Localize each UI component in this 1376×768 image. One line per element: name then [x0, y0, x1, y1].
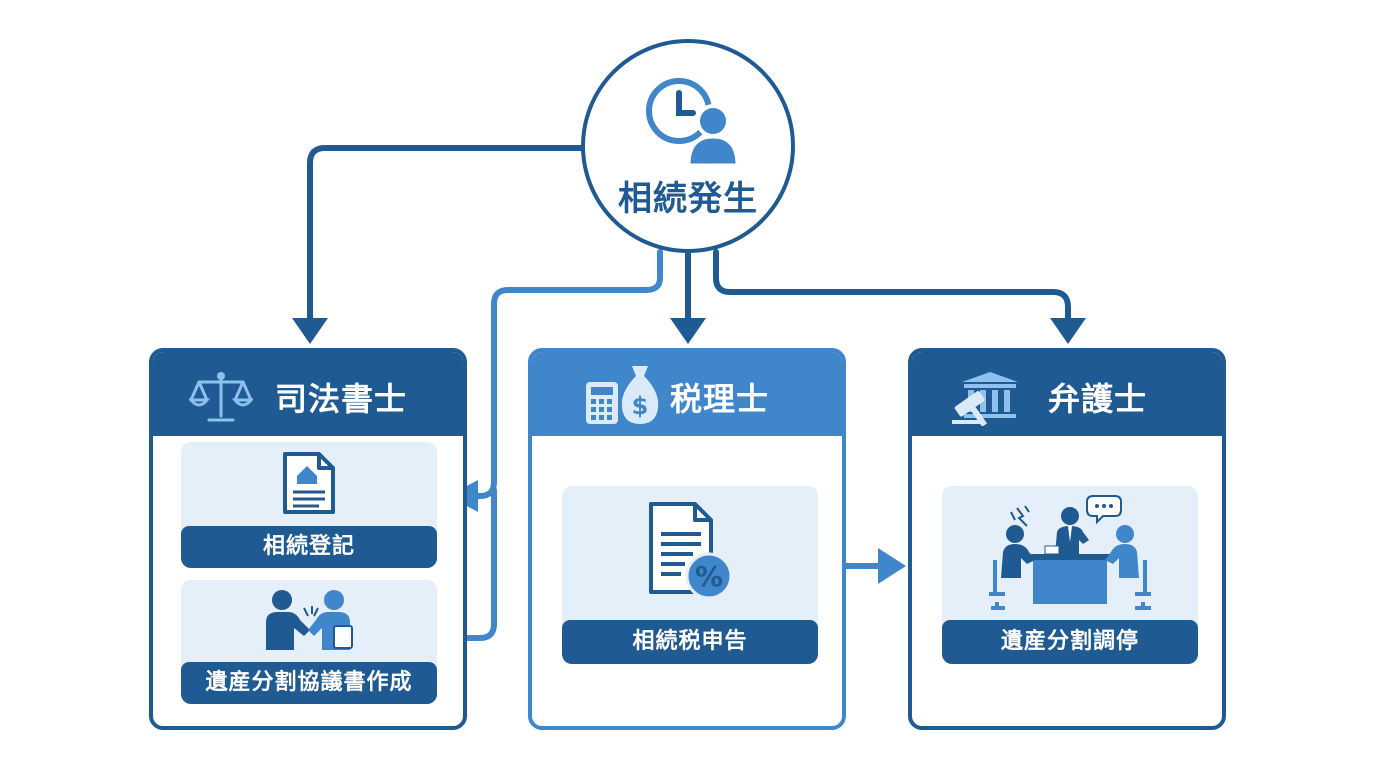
task-card-mediation: 遺産分割調停: [942, 486, 1198, 664]
task-card-agreement: 遺産分割協議書作成: [181, 580, 437, 704]
arrow-origin-to-lawyer: [713, 249, 1071, 321]
task-label-registration: 相続登記: [181, 526, 437, 568]
arrow-origin-to-scrivener: [307, 145, 586, 321]
task-card-tax-return: % 相続税申告: [562, 486, 818, 664]
origin-label: 相続発生: [618, 179, 758, 219]
arrowhead-tax: [670, 318, 706, 344]
panel-tax-accountant: $ 税理士 % 相続税申告: [528, 348, 846, 730]
task-label-mediation: 遺産分割調停: [942, 620, 1198, 664]
task-label-tax-return: 相続税申告: [562, 620, 818, 664]
panel-title-lawyer: 弁護士: [1048, 380, 1148, 418]
calculator-money-bag-icon: $: [584, 362, 664, 430]
gavel-courthouse-icon: [950, 366, 1032, 430]
panel-header-tax: $ 税理士: [532, 352, 842, 436]
inheritance-origin-node: 相続発生: [581, 39, 795, 253]
svg-text:$: $: [632, 392, 649, 420]
house-document-icon: [181, 450, 437, 516]
handshake-document-icon: [181, 586, 437, 652]
panel-title-scrivener: 司法書士: [275, 380, 408, 418]
task-card-registration: 相続登記: [181, 442, 437, 568]
panel-header-scrivener: 司法書士: [153, 352, 463, 436]
clock-person-icon: [639, 71, 743, 171]
arrowhead-tax-to-lawyer: [878, 548, 906, 584]
mediation-meeting-icon: [942, 494, 1198, 612]
line-agreement-to-loop: [435, 487, 497, 641]
scales-of-justice-icon: [187, 368, 255, 428]
panel-title-tax: 税理士: [670, 380, 770, 418]
arrowhead-lawyer: [1050, 318, 1086, 344]
arrowhead-scrivener: [292, 318, 328, 344]
task-label-agreement: 遺産分割協議書作成: [181, 662, 437, 704]
svg-text:%: %: [695, 560, 723, 593]
panel-lawyer: 弁護士: [908, 348, 1226, 730]
panel-judicial-scrivener: 司法書士 相続登記 遺産分割協議書作成: [149, 348, 467, 730]
panel-header-lawyer: 弁護士: [912, 352, 1222, 436]
percent-document-icon: %: [562, 500, 818, 600]
arrow-origin-to-registration: [473, 249, 663, 499]
